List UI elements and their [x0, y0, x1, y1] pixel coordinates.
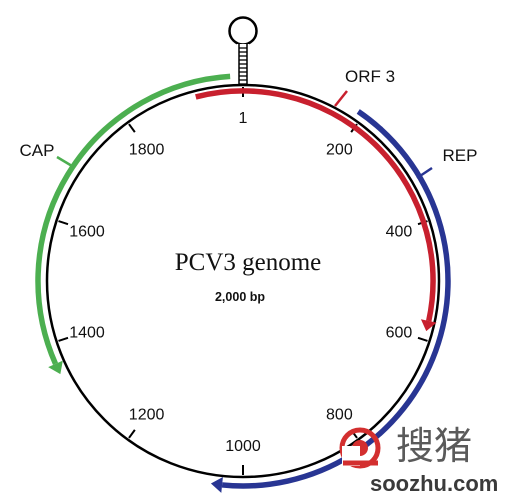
orf-orf-3: ORF 3 — [195, 67, 437, 332]
tick-mark-1800 — [128, 123, 136, 133]
orf-leader-line — [334, 90, 348, 107]
orf-arrowhead — [48, 360, 63, 375]
tick-mark-1600 — [58, 220, 69, 226]
tick-label-600: 600 — [386, 325, 413, 342]
watermark-logo-icon — [339, 427, 381, 469]
genome-title: PCV3 genome — [175, 249, 322, 276]
tick-label-400: 400 — [386, 223, 413, 240]
tick-label-1000: 1000 — [225, 438, 261, 455]
tick-label-1600: 1600 — [69, 223, 105, 240]
tick-label-200: 200 — [326, 141, 353, 158]
orf-leader-line — [56, 155, 73, 168]
orf-leader-line — [416, 166, 433, 180]
watermark: 搜猪 soozhu.com — [339, 424, 498, 496]
orf-group: ORF 3 REP CAP — [20, 67, 478, 493]
orf-arrowhead — [210, 476, 223, 493]
watermark-brand: 搜猪 — [396, 424, 472, 468]
orf-arc — [195, 88, 436, 322]
genome-circle — [45, 83, 441, 479]
orf-arc — [221, 109, 451, 489]
tick-mark-600 — [417, 336, 428, 342]
tick-label-1800: 1800 — [129, 141, 165, 158]
orf-cap: CAP — [20, 73, 231, 375]
orf-label: CAP — [20, 141, 55, 160]
orf-rep: REP — [210, 109, 478, 493]
stem-loop-icon — [228, 16, 258, 86]
tick-label-800: 800 — [326, 407, 353, 424]
orf-arc — [35, 73, 231, 365]
tick-label-1200: 1200 — [129, 407, 165, 424]
orf-arrowhead — [420, 319, 437, 332]
orf-label: REP — [443, 146, 478, 165]
watermark-url: soozhu.com — [370, 471, 498, 496]
tick-label-1400: 1400 — [69, 325, 105, 342]
orf-label: ORF 3 — [345, 67, 395, 86]
tick-label-1: 1 — [239, 110, 248, 127]
tick-mark-1400 — [58, 336, 69, 342]
tick-mark-1200 — [128, 429, 136, 439]
genome-size-label: 2,000 bp — [215, 290, 265, 304]
